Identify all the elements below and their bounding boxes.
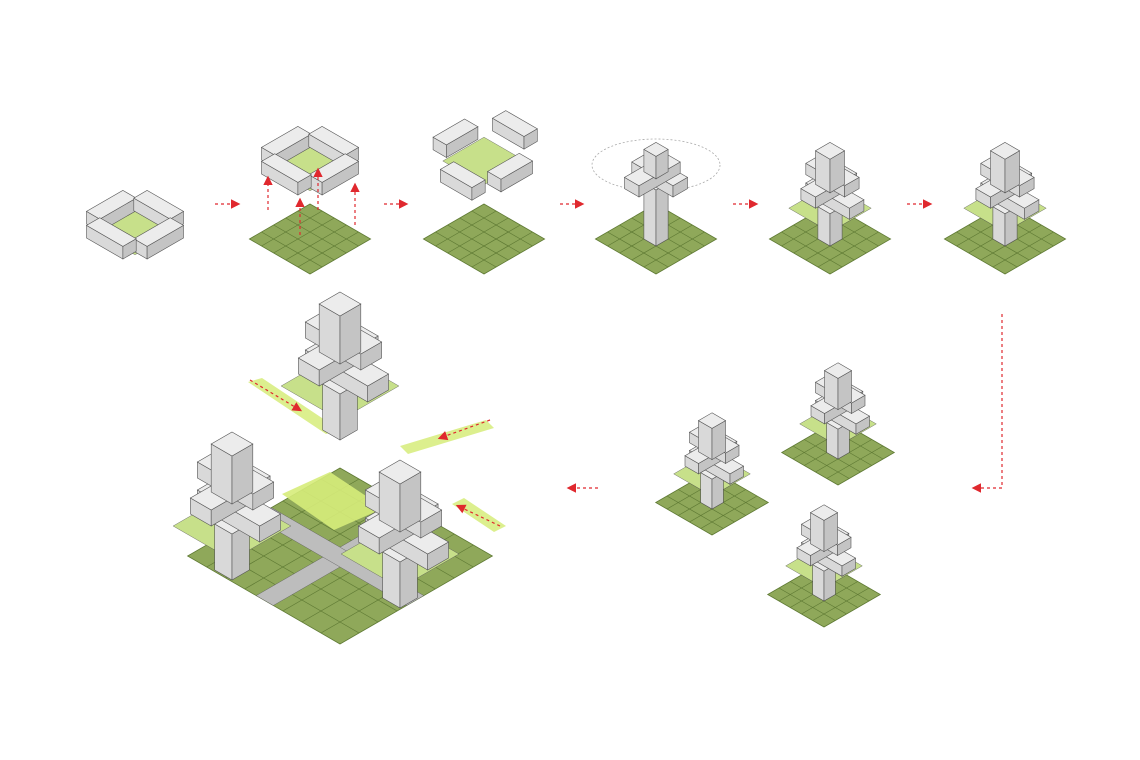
bridge-flow-arrow (249, 379, 303, 412)
ground-plate (248, 203, 372, 275)
core-top (318, 291, 362, 365)
core-top (989, 142, 1021, 194)
stack-blocks-on-core (768, 142, 892, 275)
core-top (643, 142, 669, 180)
bridge-flow-arrow (455, 504, 501, 527)
bridge (282, 472, 384, 530)
rotated-block-south (439, 161, 486, 201)
ground-plate (422, 203, 546, 275)
core-top (809, 504, 839, 553)
core-top (210, 431, 254, 505)
core-top (378, 459, 422, 533)
lift-blocks-above-ground (248, 126, 372, 275)
cluster-with-bridges-and-roads (172, 291, 506, 645)
three-tower-variants (654, 362, 896, 628)
rotated-block-north (491, 110, 538, 150)
connect-with-stairs (943, 142, 1067, 275)
core-top (823, 362, 853, 411)
bridge-flow-arrow (437, 419, 491, 441)
block-south (85, 217, 137, 260)
bridge (452, 498, 506, 532)
four-blocks-around-courtyard (85, 190, 185, 260)
core-top (697, 412, 727, 461)
insert-core-tower (591, 138, 721, 275)
rotated-block-west (432, 118, 479, 159)
block-south (260, 153, 312, 196)
block-east (133, 217, 185, 260)
rotated-block-east (486, 152, 534, 193)
core-shaft (826, 415, 850, 460)
core-top (814, 142, 846, 194)
bridge (400, 420, 494, 454)
rotate-blocks (422, 110, 546, 275)
